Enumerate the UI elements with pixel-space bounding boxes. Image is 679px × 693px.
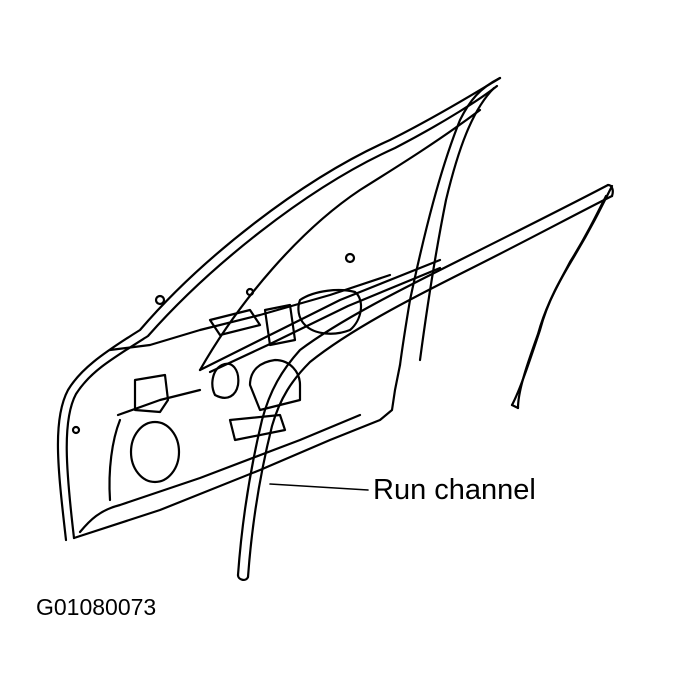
door-inner-panel — [71, 252, 402, 540]
run-channel — [236, 183, 614, 581]
callout-leader-line — [269, 483, 369, 491]
run-channel-label: Run channel — [373, 474, 536, 506]
figure-id: G01080073 — [36, 594, 157, 620]
